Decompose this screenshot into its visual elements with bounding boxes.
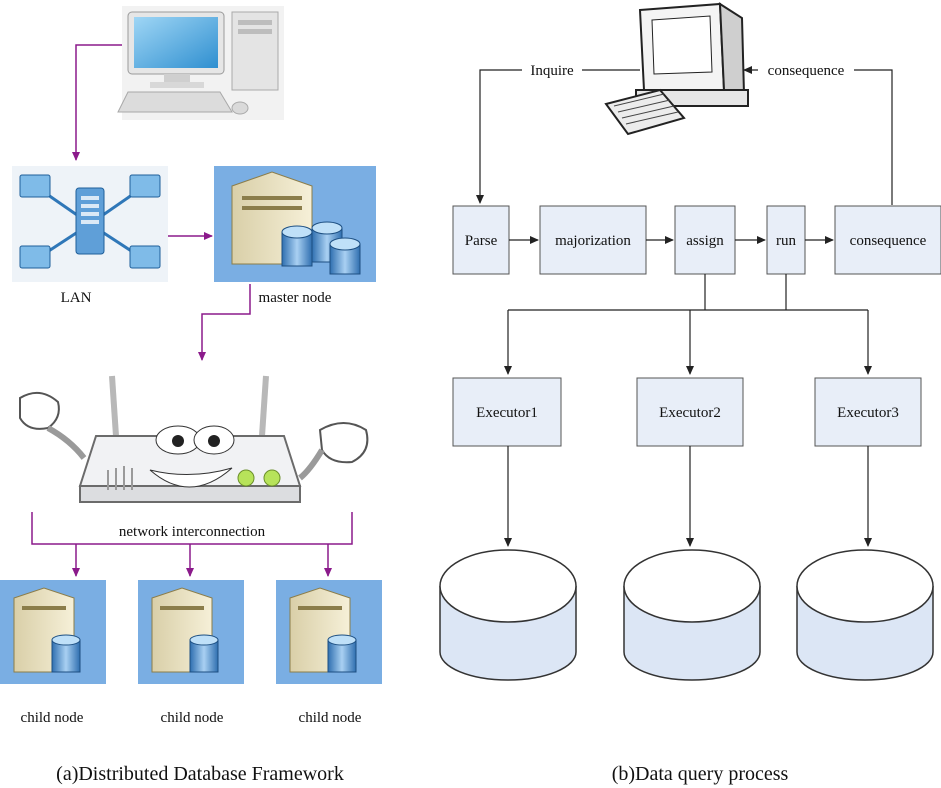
inquire-label: Inquire — [530, 63, 574, 79]
pipeline-parse-box: Parse — [452, 205, 510, 275]
caption-a: (a)Distributed Database Framework — [56, 763, 344, 785]
child-node-label: child node — [161, 710, 224, 726]
child-server-icon — [0, 580, 106, 684]
executor-box: Executor3 — [814, 377, 922, 447]
lan-network-icon — [12, 166, 168, 282]
database-cylinder-icon — [623, 549, 761, 681]
inquire-label-bg — [522, 60, 582, 80]
pipeline-run-box: run — [766, 205, 806, 275]
pipeline-parse-label: Parse — [465, 233, 498, 249]
consequence-return-connector — [743, 66, 893, 205]
interconnect-bracket — [31, 512, 353, 577]
executor-distribution-lines — [504, 274, 872, 375]
workstation-icon — [604, 2, 749, 136]
lan-label: LAN — [61, 290, 92, 306]
database-cylinder-icon — [796, 549, 934, 681]
caption-b: (b)Data query process — [612, 763, 789, 785]
database-server-icon — [214, 166, 376, 282]
inquire-connector — [476, 69, 640, 204]
router-mascot-icon — [19, 375, 369, 503]
pipeline-assign-box: assign — [674, 205, 736, 275]
network-interconnection-label: network interconnection — [119, 524, 266, 540]
arrow-desktop-to-lan — [72, 44, 122, 161]
child-server-icon — [138, 580, 244, 684]
master-node-label: master node — [259, 290, 332, 306]
executor-label: Executor1 — [476, 405, 538, 421]
arrow-master-to-router — [198, 284, 251, 361]
executor-box: Executor2 — [636, 377, 744, 447]
pipeline-assign-label: assign — [686, 233, 724, 249]
child-server-icon — [276, 580, 382, 684]
pipeline-majorization-box: majorization — [539, 205, 647, 275]
child-node-label: child node — [21, 710, 84, 726]
executor-label: Executor3 — [837, 405, 899, 421]
pipeline-consequence-box: consequence — [834, 205, 941, 275]
executor-label: Executor2 — [659, 405, 721, 421]
executor-box: Executor1 — [452, 377, 562, 447]
database-cylinder-icon — [439, 549, 577, 681]
consequence-label-bg — [758, 60, 854, 80]
consequence-top-label: consequence — [768, 63, 845, 79]
child-node-label: child node — [299, 710, 362, 726]
pipeline-consequence-label: consequence — [850, 233, 927, 249]
pipeline-run-label: run — [776, 233, 796, 249]
executor-db-arrows — [504, 446, 872, 547]
desktop-computer-icon — [117, 6, 284, 120]
pipeline-majorization-label: majorization — [555, 233, 631, 249]
